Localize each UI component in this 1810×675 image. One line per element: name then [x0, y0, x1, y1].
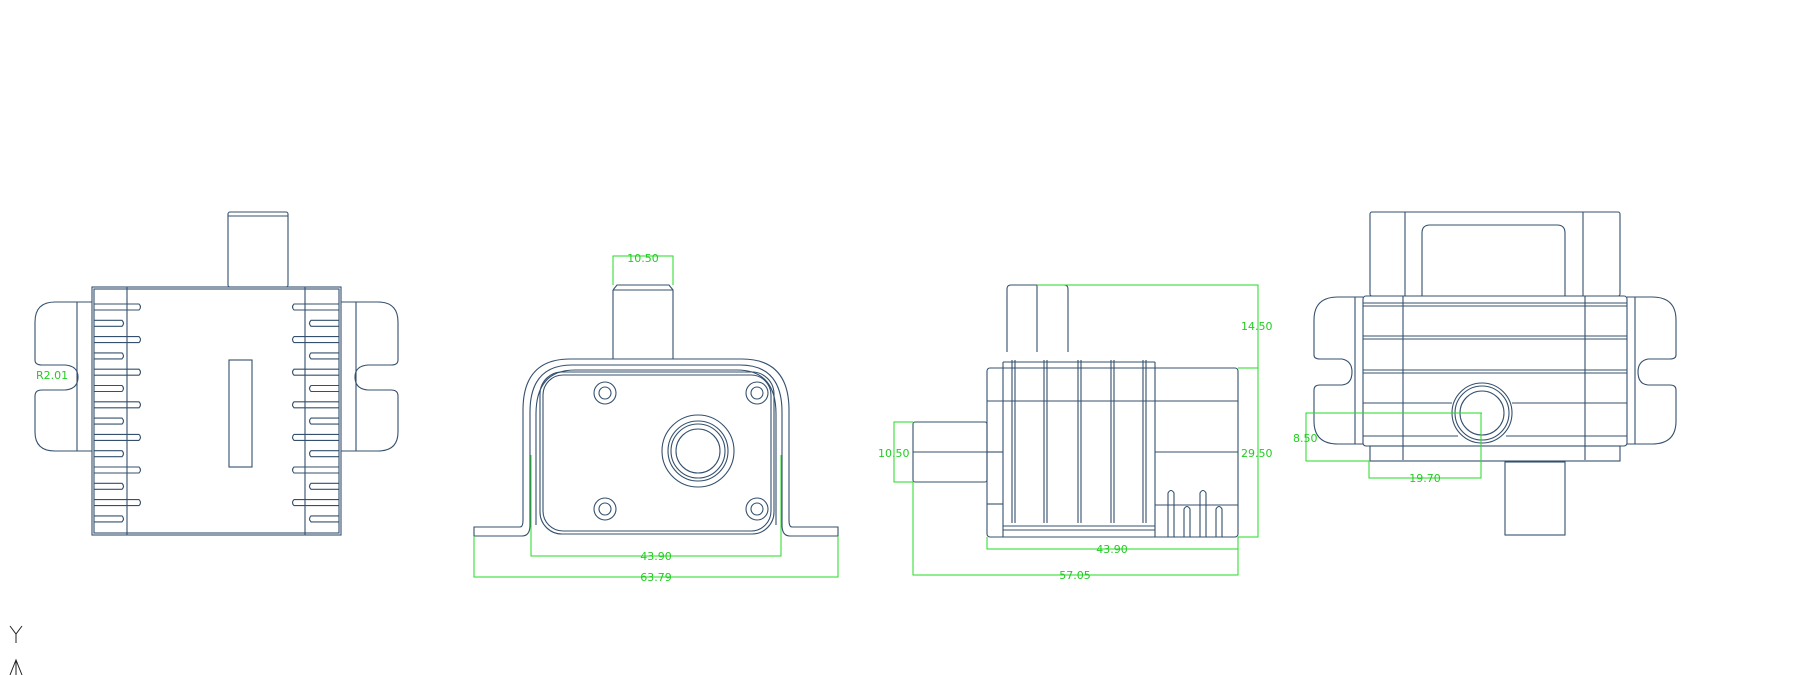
cooling-slot — [94, 417, 125, 425]
mount-tab-right — [341, 301, 399, 452]
cooling-slot — [291, 368, 339, 376]
cooling-slot — [291, 433, 339, 441]
outlet-pipe — [612, 284, 674, 359]
outlet-pipe — [227, 211, 289, 288]
cooling-slot — [94, 401, 142, 409]
cooling-slot — [291, 466, 339, 474]
inlet-port — [661, 414, 735, 488]
cooling-slot — [94, 499, 142, 507]
dim-overall-width: 63.79 — [640, 571, 672, 584]
cooling-slot — [94, 433, 142, 441]
slot — [228, 359, 253, 468]
base-plate — [1369, 445, 1621, 462]
side-view: 14.50 29.50 10.50 43.90 57.05 — [878, 284, 1273, 582]
cooling-slot — [291, 401, 339, 409]
body-ribs — [1011, 360, 1147, 523]
cooling-slot — [94, 384, 125, 393]
mount-tab-right — [1627, 296, 1677, 445]
cooling-slot — [291, 303, 339, 311]
ucs-axis-icon — [9, 625, 23, 675]
housing-outline — [473, 358, 839, 537]
dim-body-width: 43.90 — [640, 550, 672, 563]
inlet-pipe — [1504, 461, 1566, 536]
cooling-slot — [308, 482, 339, 490]
cooling-slot — [94, 303, 142, 311]
body-ribs — [1363, 302, 1627, 437]
top-view: R2.01 — [34, 211, 399, 536]
dim-radius: R2.01 — [36, 369, 68, 382]
cooling-slot — [94, 336, 142, 344]
dim-inlet-diameter: 10.50 — [878, 447, 910, 460]
cooling-slot — [94, 319, 125, 327]
screw-holes — [593, 381, 769, 521]
cooling-slot — [291, 499, 339, 507]
cooling-slot — [94, 368, 142, 376]
dimension-lines — [473, 255, 839, 578]
dim-port-offset: 19.70 — [1409, 472, 1441, 485]
dim-pipe-height: 14.50 — [1241, 320, 1273, 333]
cooling-slot — [94, 466, 142, 474]
dim-body-length: 43.90 — [1096, 543, 1128, 556]
mount-tab-left — [34, 301, 92, 452]
cooling-slot — [94, 515, 125, 523]
dim-overall-length: 57.05 — [1059, 569, 1091, 582]
cooling-slot — [308, 319, 339, 327]
cooling-slot — [94, 482, 125, 490]
vent-slots — [1155, 489, 1238, 537]
front-view: 10.50 43.90 63.79 — [473, 252, 839, 584]
cooling-slot — [94, 352, 125, 360]
cooling-slot — [308, 515, 339, 523]
dimension-lines — [893, 284, 1259, 576]
rear-view: 8.50 19.70 — [1293, 211, 1677, 536]
mount-tab-left — [1313, 296, 1363, 445]
cooling-slot — [308, 450, 339, 458]
dim-port-height: 8.50 — [1293, 432, 1318, 445]
cooling-slot — [308, 417, 339, 425]
dimension-lines — [1305, 412, 1482, 479]
cooling-slot — [308, 384, 339, 393]
cooling-slot — [291, 336, 339, 344]
pump-body — [91, 286, 342, 536]
cooling-slot — [94, 450, 125, 458]
dim-pipe-width: 10.50 — [627, 252, 659, 265]
dim-body-height: 29.50 — [1241, 447, 1273, 460]
cooling-slot — [308, 352, 339, 360]
end-plate — [539, 371, 775, 535]
